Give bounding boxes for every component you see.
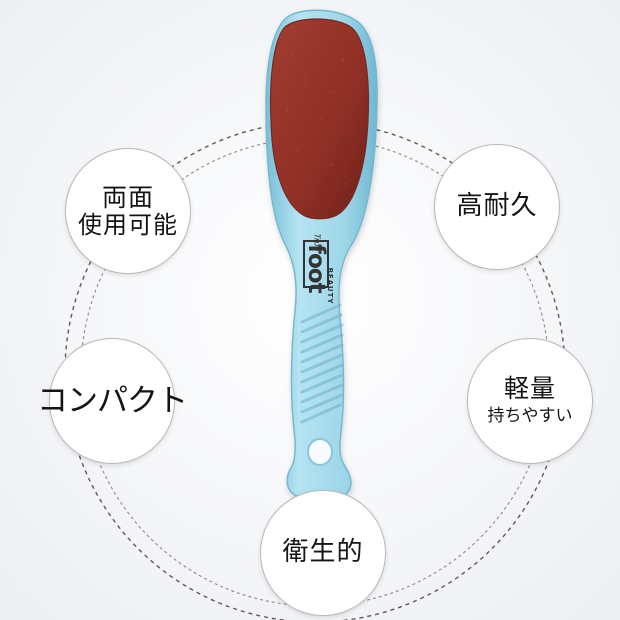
feature-title: 衛生的	[282, 537, 364, 568]
feature-title: コンパクト	[37, 382, 188, 419]
grip-ridges	[300, 303, 344, 424]
feature-lightweight: 軽量 持ちやすい	[467, 338, 593, 464]
brand-subtext: BEAUTY	[326, 267, 334, 305]
hanging-hole-icon	[307, 438, 333, 466]
feature-title: 軽量	[503, 374, 556, 404]
abrasive-pad	[269, 18, 370, 220]
feature-title: 高耐久	[456, 191, 538, 222]
feature-double-sided: 両面 使用可能	[65, 148, 191, 274]
feature-compact: コンパクト	[37, 338, 188, 464]
feature-hygienic: 衛生的	[260, 490, 386, 616]
feature-subtitle: 持ちやすい	[487, 406, 573, 427]
feature-title: 両面	[101, 182, 154, 212]
feature-subtitle: 使用可能	[78, 210, 178, 239]
feature-durable: 高耐久	[434, 144, 560, 270]
